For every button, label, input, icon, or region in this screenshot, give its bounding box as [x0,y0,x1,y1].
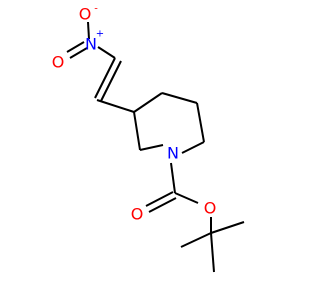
bond-ring-c3-c4 [133,92,163,113]
charge-minus: - [94,4,98,15]
bond-tbu-methyl-down [210,232,215,273]
bond-n-carbonyl [170,162,176,194]
bonds [66,21,245,273]
chemical-structure: N + O O - N O O [52,4,245,273]
atom-ester-oxygen: O [204,199,217,218]
bond-c-o-double-b [148,197,177,213]
bond-ring-c4-c5 [161,92,198,104]
bond-ring-c5-c6 [196,102,205,143]
atom-ring-nitrogen: N [167,144,179,163]
bond-tbu-methyl-right [210,221,245,234]
bond-ring-c6-n [181,141,205,154]
bond-n-o-double-b [69,47,88,59]
atom-labels: N + O O - N O O [52,4,217,224]
bond-vinyl-ring [96,99,135,113]
atom-nitro-oxygen-single: O [79,5,92,24]
bond-n-o-upper [87,21,90,40]
bond-n-o-double-a [66,41,85,53]
atom-nitro-nitrogen: N [85,35,97,54]
bond-vinyl-double-b [100,60,122,102]
bond-c-o-double-a [145,191,174,207]
bond-n-vinyl [97,46,116,59]
atom-carbonyl-oxygen: O [131,205,144,224]
atom-nitro-oxygen-double: O [52,53,65,72]
bond-ring-c2-c3 [133,111,141,151]
bond-vinyl-double-a [94,57,116,99]
bond-tbu-methyl-left [180,232,212,248]
bond-ring-n-c2 [139,144,164,151]
bond-c-o-ester [174,192,199,204]
charge-plus: + [96,29,104,40]
